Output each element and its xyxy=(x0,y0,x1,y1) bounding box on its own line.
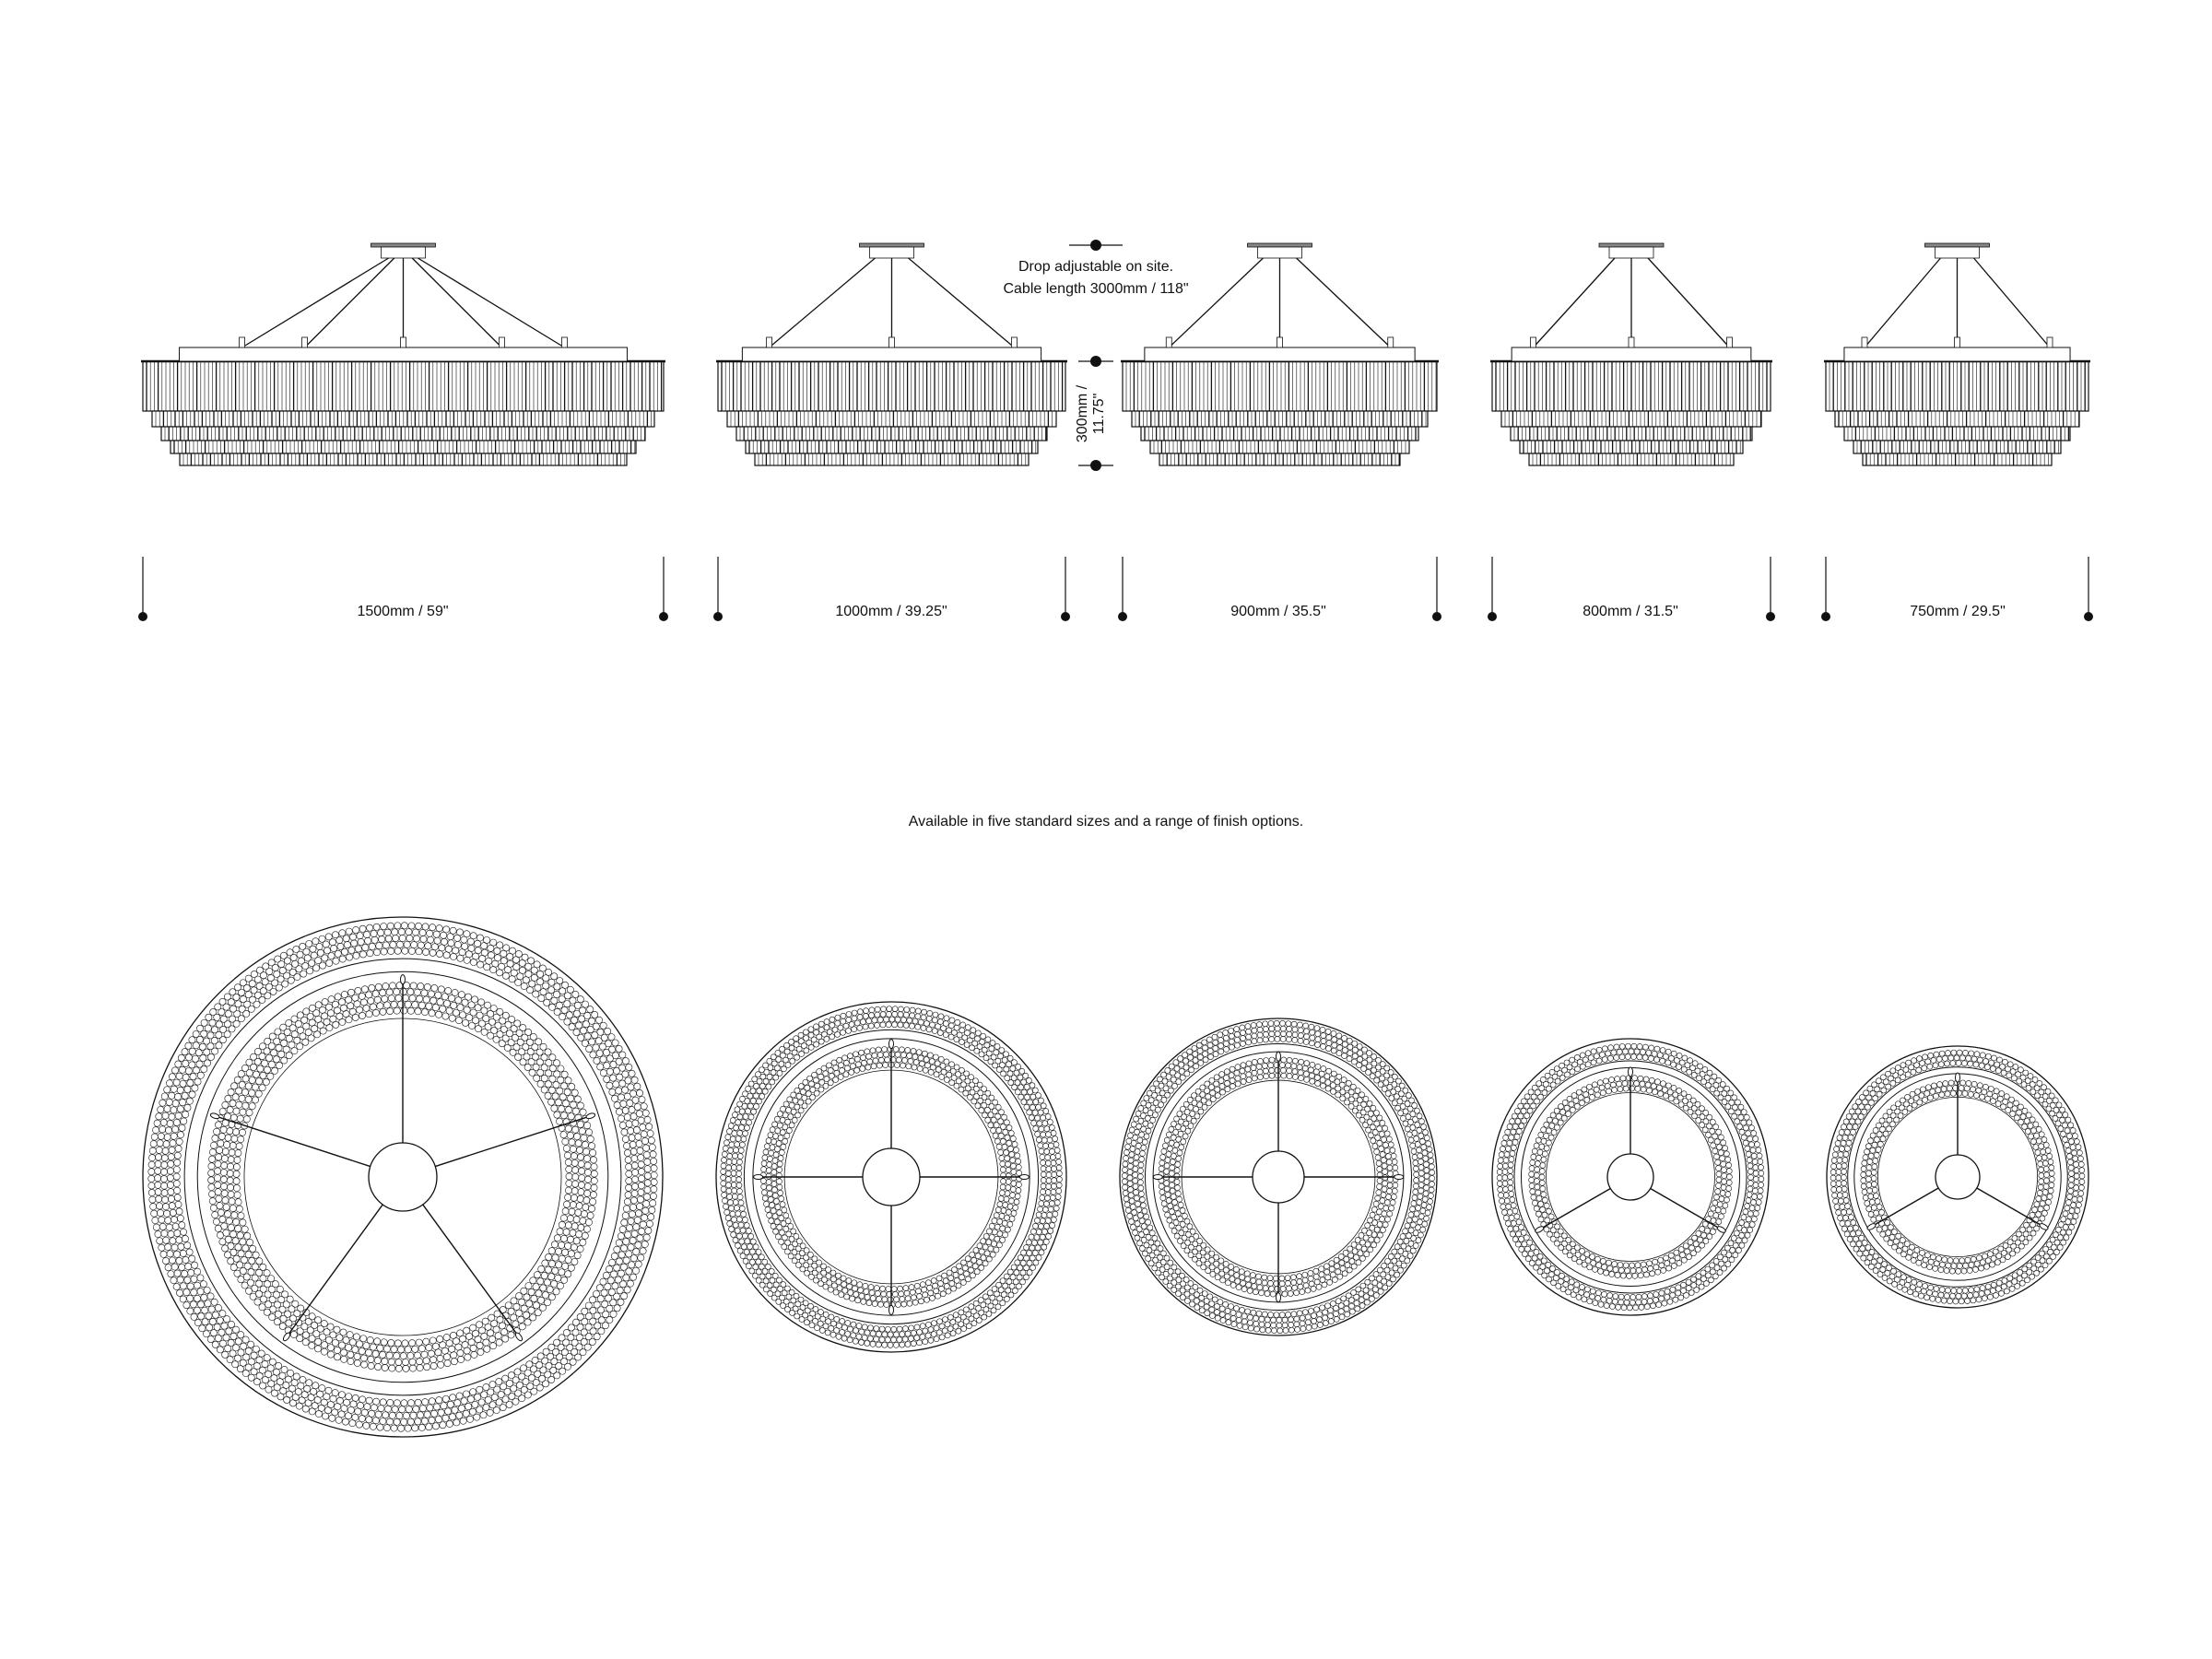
cable-gripper xyxy=(561,336,568,348)
arm-end xyxy=(1152,1174,1163,1180)
arm-end xyxy=(1535,1226,1545,1233)
plan-view-1000 xyxy=(715,1001,1067,1353)
ceiling-canopy xyxy=(859,242,924,248)
drop-note-line2: Cable length 3000mm / 118" xyxy=(1003,281,1189,297)
plan-view-750 xyxy=(1826,1045,2089,1309)
arm-end xyxy=(1866,1223,1877,1230)
arm-end xyxy=(888,1304,894,1315)
height-dimension-line1: 300mm / xyxy=(1075,384,1090,443)
arm-end xyxy=(753,1174,764,1180)
height-dimension-line2: 11.75" xyxy=(1091,393,1107,435)
arm-end xyxy=(282,1332,291,1342)
cable-gripper xyxy=(301,336,309,348)
cable-gripper xyxy=(1387,336,1394,348)
arm-end xyxy=(400,974,406,985)
cable-gripper xyxy=(2046,336,2053,348)
cable-gripper xyxy=(1954,336,1960,348)
size-label-900: 900mm / 35.5" xyxy=(1230,604,1326,619)
center-hub xyxy=(1935,1154,1981,1200)
cable-gripper xyxy=(1277,336,1283,348)
center-hub xyxy=(1252,1150,1305,1204)
ceiling-canopy xyxy=(1598,242,1665,248)
arm-end xyxy=(2039,1223,2049,1230)
plan-view-900 xyxy=(1119,1018,1438,1336)
arm-end xyxy=(1276,1292,1281,1303)
height-dimension-label: 300mm / 11.75" xyxy=(1075,385,1108,442)
arm-end xyxy=(1628,1066,1633,1077)
ceiling-canopy xyxy=(1247,242,1312,248)
width-dimension-1500 xyxy=(138,557,668,621)
elevation-1500 xyxy=(141,242,665,466)
elevation-900 xyxy=(1121,242,1439,466)
drop-note: Drop adjustable on site. Cable length 30… xyxy=(1003,256,1188,300)
elevation-800 xyxy=(1490,242,1772,466)
arm-end xyxy=(585,1112,596,1120)
size-label-1000: 1000mm / 39.25" xyxy=(835,604,947,619)
size-label-750: 750mm / 29.5" xyxy=(1910,604,2006,619)
cable-gripper xyxy=(1165,336,1172,348)
elevation-750 xyxy=(1824,242,2090,466)
width-dimension-800 xyxy=(1488,557,1775,621)
size-label-800: 800mm / 31.5" xyxy=(1583,604,1678,619)
cable-gripper xyxy=(1861,336,1868,348)
cable-gripper xyxy=(1726,336,1733,348)
cable-gripper xyxy=(400,336,406,348)
arm-end xyxy=(209,1112,220,1120)
arm-end xyxy=(1018,1174,1030,1180)
cable-gripper xyxy=(1530,336,1536,348)
center-hub xyxy=(1606,1153,1654,1201)
caption: Available in five standard sizes and a r… xyxy=(908,814,1304,830)
cable-gripper xyxy=(1628,336,1635,348)
elevation-1000 xyxy=(716,242,1067,466)
ceiling-canopy xyxy=(371,242,436,248)
cable-gripper xyxy=(498,336,505,348)
height-dimension xyxy=(1069,240,1123,471)
arm-end xyxy=(1955,1072,1960,1083)
cable-gripper xyxy=(239,336,245,348)
width-dimension-750 xyxy=(1821,557,2093,621)
arm-end xyxy=(1716,1226,1726,1233)
plan-view-1500 xyxy=(142,916,664,1438)
cable-gripper xyxy=(1011,336,1018,348)
size-label-1500: 1500mm / 59" xyxy=(357,604,449,619)
arm-end xyxy=(888,1039,894,1050)
arm-end xyxy=(1276,1051,1281,1062)
drop-note-line1: Drop adjustable on site. xyxy=(1018,259,1174,275)
arm-end xyxy=(514,1332,524,1342)
center-hub xyxy=(862,1147,921,1206)
cable-gripper xyxy=(766,336,772,348)
arm-end xyxy=(1394,1174,1405,1180)
ceiling-canopy xyxy=(1924,242,1990,248)
width-dimension-1000 xyxy=(713,557,1070,621)
cable-gripper xyxy=(888,336,895,348)
width-dimension-900 xyxy=(1118,557,1441,621)
plan-view-800 xyxy=(1491,1038,1770,1316)
center-hub xyxy=(368,1142,438,1212)
